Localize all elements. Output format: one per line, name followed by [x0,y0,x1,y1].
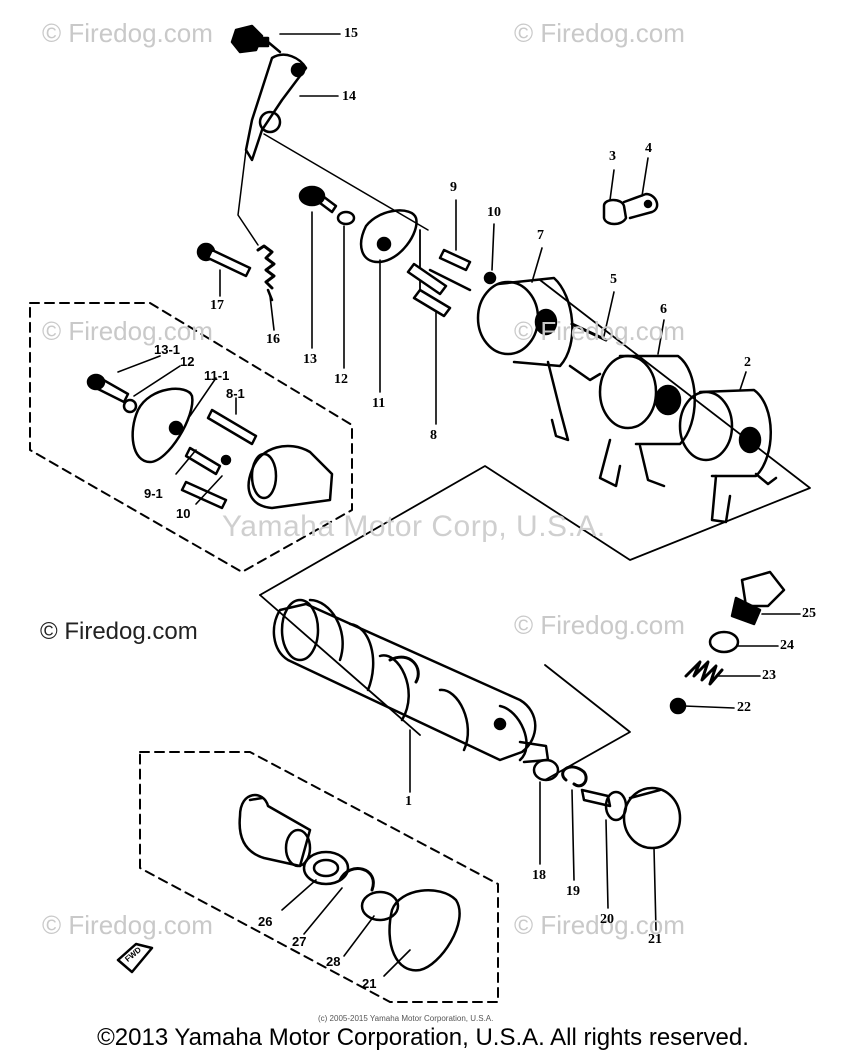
label-inset-9-1: 9-1 [144,486,163,501]
label-part-14: 14 [342,89,356,104]
part-20-bolt [580,788,628,822]
part-23-spring [684,660,724,686]
label-part-10: 10 [487,205,501,220]
label-inset-13-1: 13-1 [154,342,181,357]
inset-box-lower [139,751,499,1003]
watermark-firedog: © Firedog.com [514,910,685,940]
label-part-22: 22 [737,700,751,715]
label-part-19: 19 [566,884,580,899]
part-19-clip [561,765,588,788]
watermark-firedog: © Firedog.com [42,18,213,48]
label-part-23: 23 [762,668,776,683]
label-inset-11-1: 11-1 [204,368,230,383]
label-part-11: 11 [372,396,386,411]
label-part-20: 20 [600,912,614,927]
watermark-firedog: © Firedog.com [514,610,685,640]
label-part-7: 7 [537,228,544,243]
label-part-18: 18 [532,868,546,883]
part-24-washer [708,630,740,654]
label-part-1: 1 [405,794,412,809]
label-part-2: 2 [744,355,751,370]
label-part-12: 12 [334,372,348,387]
label-part-25: 25 [802,606,816,621]
watermark-firedog: © Firedog.com [514,18,685,48]
watermark-center: Yamaha Motor Corp, U.S.A. [222,510,606,543]
label-part-17: 17 [210,298,224,313]
inset-box-upper [29,302,353,573]
part-22-ball [669,697,687,715]
label-part-13: 13 [303,352,317,367]
drum-outline [259,594,631,781]
label-part-5: 5 [610,272,617,287]
small-copyright: (c) 2005-2015 Yamaha Motor Corporation, … [318,1014,494,1023]
part-1-drum [272,598,550,764]
label-part-21: 21 [648,932,662,947]
part-2-fork [678,388,778,524]
part-3-4-caps [602,192,659,226]
part-8-pins [406,262,472,318]
part-7-fork [476,276,602,442]
leader-lines [117,33,801,977]
part-25-plug [730,570,786,626]
part-9-pin [438,248,472,272]
label-inset-27: 27 [292,934,307,949]
label-inset-28: 28 [326,954,341,969]
label-inset-12: 12 [180,354,195,369]
label-part-3: 3 [609,149,616,164]
part-12-washer [336,210,356,226]
part-10-roller [483,271,497,285]
label-inset-21: 21 [362,976,377,991]
part-21-cap [622,786,682,850]
part-5-pin [570,322,608,342]
label-part-16: 16 [266,332,280,347]
label-part-6: 6 [660,302,667,317]
footer-copyright: ©2013 Yamaha Motor Corporation, U.S.A. A… [97,1024,749,1051]
label-part-4: 4 [645,141,652,156]
watermark-firedog: © Firedog.com [42,910,213,940]
inset-parts-upper [86,373,334,510]
part-17-bolt [196,242,252,278]
watermark-firedog: © Firedog.com [514,316,685,346]
watermark-firedog-dark: © Firedog.com [40,618,198,645]
label-inset-26: 26 [258,914,273,929]
part-18-washer [532,758,560,782]
part-16-spring [256,244,276,302]
inset-parts-lower [238,793,461,972]
label-part-8: 8 [430,428,437,443]
label-part-9: 9 [450,180,457,195]
fwd-arrow-icon [116,942,154,974]
watermark-firedog: © Firedog.com [42,316,213,346]
part-11-plate [359,209,418,264]
part-14-lever [244,53,308,162]
label-inset-10: 10 [176,506,191,521]
label-inset-8-1: 8-1 [226,386,245,401]
part-15-bolt [230,24,282,54]
label-part-24: 24 [780,638,794,653]
label-part-15: 15 [344,26,358,41]
part-13-screw [298,185,338,214]
